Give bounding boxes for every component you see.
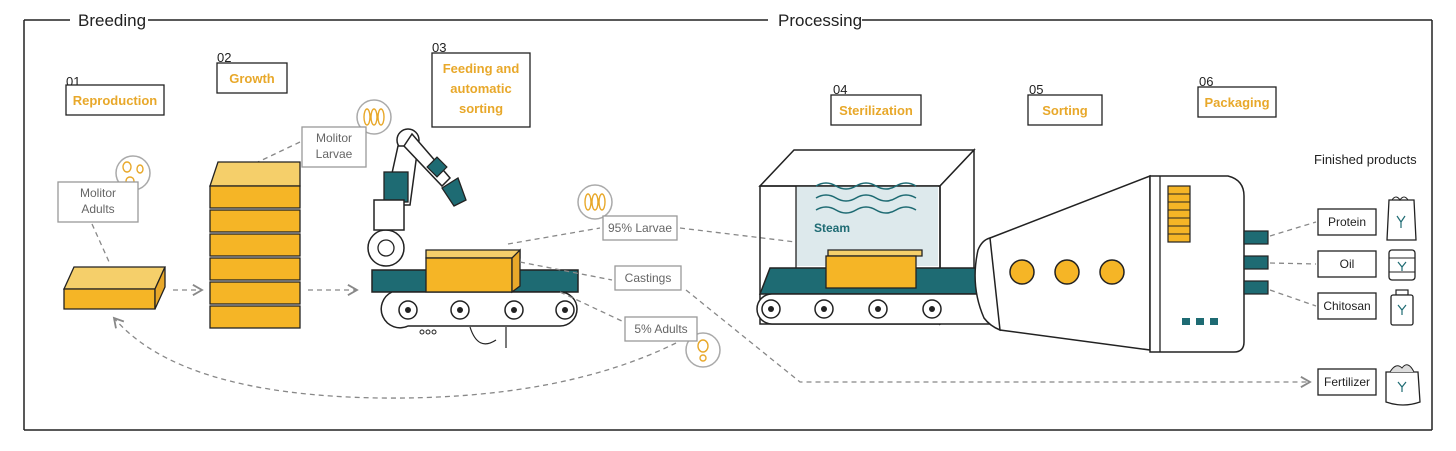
sorting-machine (974, 174, 1151, 351)
stage-number: 06 (1199, 74, 1213, 89)
stage-label: Sterilization (839, 103, 913, 118)
castings-label: Castings (614, 265, 682, 291)
processing-header: Processing (778, 11, 862, 30)
molitor-adults-label: Molitor Adults (57, 181, 139, 223)
molitor-larvae-label: Molitor Larvae (301, 126, 367, 168)
reproduction-tray (62, 266, 167, 310)
stage-label-line: sorting (459, 101, 503, 116)
label-line: Molitor (316, 131, 352, 145)
stage-05: 05 Sorting (1027, 82, 1103, 126)
fertilizer-sack-icon (1385, 364, 1421, 406)
oil-barrel-icon (1388, 249, 1416, 281)
section-frame (23, 19, 1433, 431)
stage-01: 01 Reproduction (65, 74, 165, 116)
label-line: Larvae (316, 147, 353, 161)
chitosan-jar-icon (1390, 289, 1414, 326)
stage-number: 03 (432, 40, 446, 55)
stage-label: Reproduction (73, 93, 158, 108)
stage-label: Packaging (1204, 95, 1269, 110)
product-fertilizer: Fertilizer (1317, 368, 1377, 396)
stage-04: 04 Sterilization (830, 82, 922, 126)
product-label: Fertilizer (1324, 375, 1370, 389)
stage-number: 05 (1029, 82, 1043, 97)
robotic-feeding-arm (367, 128, 467, 267)
stage-03: 03 Feeding and automatic sorting (431, 40, 531, 128)
feeding-tray (425, 248, 521, 294)
stage-label-line: Feeding and (443, 61, 520, 76)
product-chitosan: Chitosan (1317, 292, 1377, 320)
sterilization-chamber: Steam (756, 148, 991, 326)
larvae-95-label: 95% Larvae (602, 215, 678, 241)
label-text: 95% Larvae (608, 221, 672, 235)
stage-number: 04 (833, 82, 847, 97)
larvae-icon (356, 99, 392, 135)
stage-label: Growth (229, 71, 275, 86)
label-text: 5% Adults (634, 322, 687, 336)
larvae-icon (577, 184, 613, 220)
stage-label: Sorting (1042, 103, 1088, 118)
product-oil: Oil (1317, 250, 1377, 278)
product-label: Oil (1340, 257, 1355, 271)
label-line: Molitor (80, 186, 116, 200)
label-text: Castings (625, 271, 672, 285)
steam-label: Steam (814, 221, 850, 235)
product-label: Chitosan (1323, 299, 1370, 313)
finished-products-title: Finished products (1314, 152, 1417, 167)
product-label: Protein (1328, 215, 1366, 229)
adults-5-label: 5% Adults (624, 316, 698, 342)
growth-tray-stack (209, 161, 301, 329)
stage-number: 02 (217, 50, 231, 65)
stage-02: 02 Growth (216, 50, 288, 94)
stage-06: 06 Packaging (1197, 74, 1277, 118)
stage-label-line: automatic (450, 81, 511, 96)
product-protein: Protein (1317, 208, 1377, 236)
label-line: Adults (81, 202, 114, 216)
protein-bag-icon (1386, 196, 1417, 241)
breeding-header: Breeding (78, 11, 146, 30)
packaging-machine (1149, 175, 1269, 353)
